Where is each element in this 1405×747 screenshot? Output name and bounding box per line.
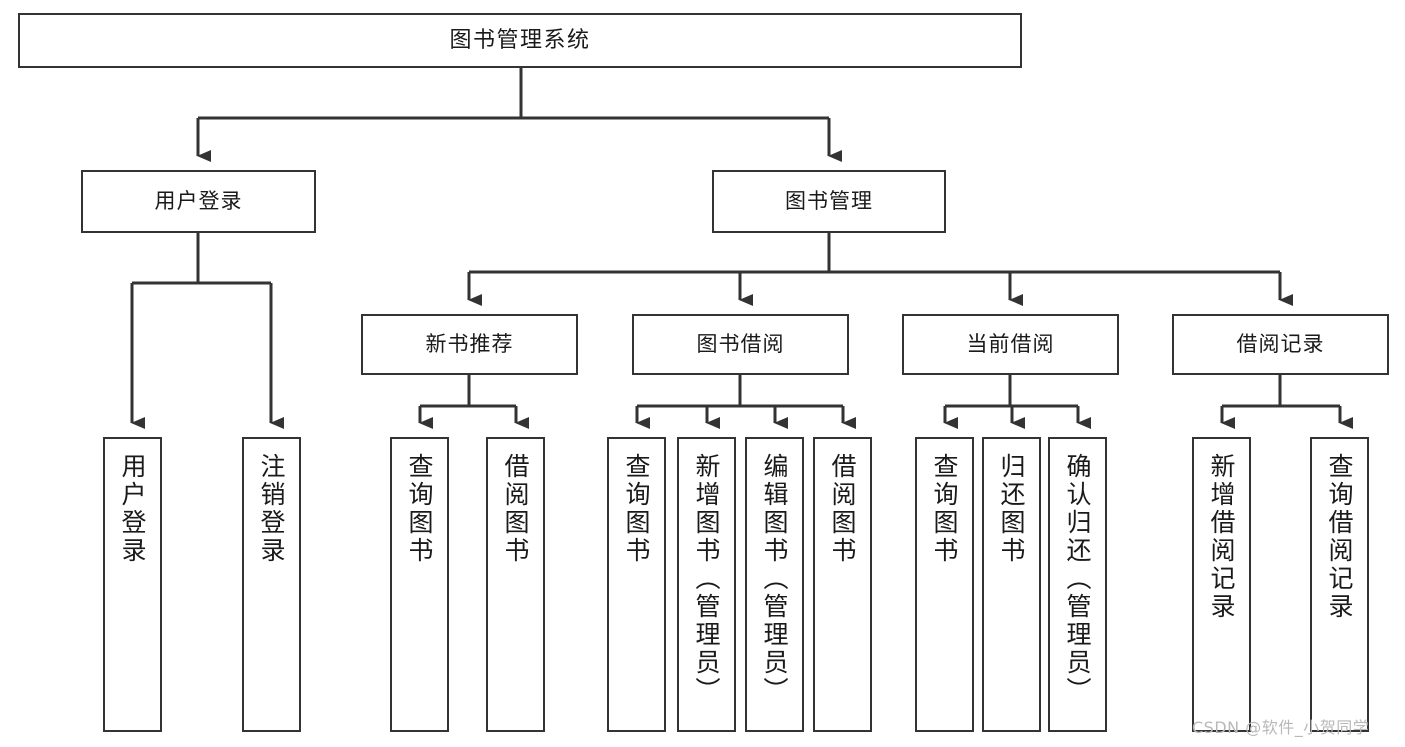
node-book-manage[interactable]: 图书管理: [712, 170, 946, 233]
leaf-book-borrow-3[interactable]: 编辑图书（管理员）: [745, 437, 804, 732]
leaf-book-borrow-1[interactable]: 查询图书: [607, 437, 666, 732]
node-new-book-recommend[interactable]: 新书推荐: [361, 314, 578, 375]
node-label: 借阅记录: [1236, 332, 1325, 357]
leaf-label: 查询借阅记录: [1325, 453, 1354, 621]
node-label: 图书管理系统: [449, 27, 591, 53]
leaf-current-borrow-1[interactable]: 查询图书: [915, 437, 974, 732]
leaf-label: 编辑图书（管理员）: [760, 453, 789, 705]
leaf-book-borrow-2[interactable]: 新增图书（管理员）: [677, 437, 736, 732]
watermark-text: CSDN @软件_小贺同学: [1192, 718, 1370, 737]
leaf-label: 新增图书（管理员）: [692, 453, 721, 705]
leaf-book-borrow-4[interactable]: 借阅图书: [813, 437, 872, 732]
leaf-label: 注销登录: [257, 453, 286, 565]
leaf-label: 查询图书: [930, 453, 959, 565]
node-root-system[interactable]: 图书管理系统: [18, 13, 1022, 68]
leaf-label: 用户登录: [118, 453, 147, 565]
node-label: 图书借阅: [696, 332, 785, 357]
node-label: 新书推荐: [425, 332, 514, 357]
node-user-login[interactable]: 用户登录: [81, 170, 316, 233]
leaf-current-borrow-2[interactable]: 归还图书: [982, 437, 1041, 732]
leaf-label: 查询图书: [622, 453, 651, 565]
leaf-user-login-2[interactable]: 注销登录: [242, 437, 301, 732]
leaf-label: 确认归还（管理员）: [1063, 453, 1092, 705]
leaf-label: 借阅图书: [501, 453, 530, 565]
leaf-label: 归还图书: [997, 453, 1026, 565]
node-book-borrow[interactable]: 图书借阅: [632, 314, 849, 375]
leaf-new-book-rec-1[interactable]: 查询图书: [390, 437, 449, 732]
leaf-label: 新增借阅记录: [1207, 453, 1236, 621]
leaf-new-book-rec-2[interactable]: 借阅图书: [486, 437, 545, 732]
leaf-borrow-record-2[interactable]: 查询借阅记录: [1310, 437, 1369, 732]
leaf-current-borrow-3[interactable]: 确认归还（管理员）: [1048, 437, 1107, 732]
node-label: 用户登录: [154, 189, 243, 214]
leaf-label: 借阅图书: [828, 453, 857, 565]
node-borrow-record[interactable]: 借阅记录: [1172, 314, 1389, 375]
leaf-borrow-record-1[interactable]: 新增借阅记录: [1192, 437, 1251, 732]
leaf-label: 查询图书: [405, 453, 434, 565]
node-current-borrow[interactable]: 当前借阅: [902, 314, 1119, 375]
node-label: 图书管理: [785, 189, 873, 214]
node-label: 当前借阅: [966, 332, 1055, 357]
leaf-user-login-1[interactable]: 用户登录: [103, 437, 162, 732]
